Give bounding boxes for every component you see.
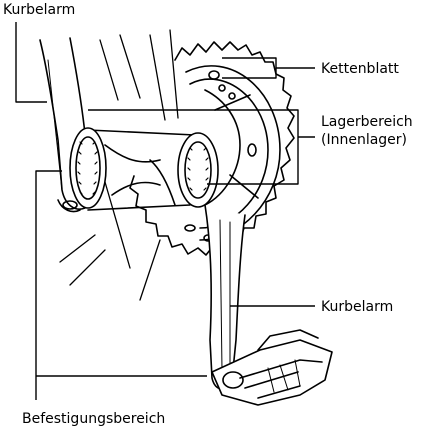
left-bearing-cup — [70, 128, 106, 208]
label-lagerbereich: Lagerbereich — [321, 114, 413, 131]
label-kurbelarm-right: Kurbelarm — [321, 299, 393, 316]
right-bearing-cup — [178, 133, 218, 207]
label-innenlager: (Innenlager) — [321, 132, 407, 149]
leader-kettenblatt — [222, 58, 315, 78]
label-kettenblatt: Kettenblatt — [321, 61, 399, 78]
label-befestigungsbereich: Befestigungsbereich — [22, 411, 165, 428]
leader-kurbelarm-top — [16, 22, 47, 102]
label-kurbelarm-top: Kurbelarm — [3, 2, 75, 19]
